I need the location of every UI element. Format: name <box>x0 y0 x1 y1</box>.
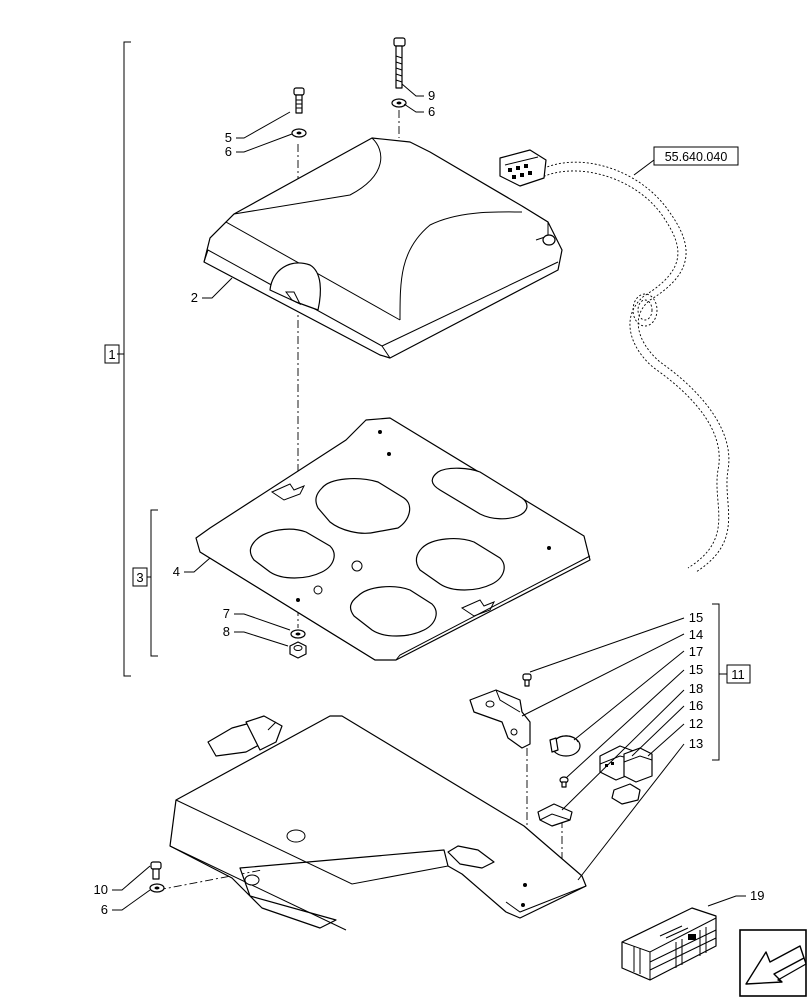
assembly-bracket-1: 1 <box>104 41 131 677</box>
part-4-plate <box>195 417 591 661</box>
callout-5: 5 <box>225 130 232 145</box>
callout-18: 18 <box>689 681 703 696</box>
callout-15-mid: 15 <box>689 662 703 677</box>
callout-2: 2 <box>191 290 198 305</box>
callout-10: 10 <box>94 882 108 897</box>
part-7-washer <box>290 629 306 639</box>
callout-6-bottom: 6 <box>101 902 108 917</box>
callout-labels: 5 6 9 6 2 4 7 8 10 6 15 14 17 15 18 16 1… <box>94 88 765 917</box>
callout-13: 13 <box>689 736 703 751</box>
callout-6-top-right: 6 <box>428 104 435 119</box>
wiring-harness <box>539 161 730 573</box>
part-14-hinge <box>469 689 531 749</box>
callout-15-top: 15 <box>689 610 703 625</box>
part-2-cover <box>203 137 563 359</box>
callout-19: 19 <box>750 888 764 903</box>
callout-12: 12 <box>689 716 703 731</box>
part-19-crate <box>621 907 717 981</box>
reference-number: 55.640.040 <box>665 150 728 164</box>
part-10-bolt <box>150 861 162 880</box>
part-5-bolt <box>293 87 305 114</box>
callout-1: 1 <box>108 347 115 362</box>
part-12-terminal <box>623 747 653 783</box>
callout-3: 3 <box>136 570 143 585</box>
part-6-washer-top-left <box>291 128 307 138</box>
callout-11: 11 <box>731 667 745 682</box>
harness-connector <box>499 149 547 187</box>
callout-4: 4 <box>173 564 180 579</box>
callout-9: 9 <box>428 88 435 103</box>
part-17-knob <box>549 735 581 757</box>
part-8-nut <box>289 641 307 659</box>
base-bracket <box>169 715 587 931</box>
part-15-screw-mid <box>559 776 569 788</box>
assembly-bracket-3: 3 <box>132 509 158 657</box>
part-6-washer-bottom <box>149 883 165 893</box>
reference-label[interactable]: 55.640.040 <box>633 146 739 176</box>
callout-14: 14 <box>689 627 703 642</box>
part-18-clip <box>537 803 573 827</box>
callout-17: 17 <box>689 644 703 659</box>
part-15-screw-top <box>522 673 532 687</box>
callout-16: 16 <box>689 698 703 713</box>
part-13-seal <box>611 783 641 805</box>
assembly-bracket-11: 11 <box>712 603 751 761</box>
callout-8: 8 <box>223 624 230 639</box>
part-9-bolt <box>393 37 406 89</box>
callout-6-top-left: 6 <box>225 144 232 159</box>
callout-leaders <box>112 83 746 911</box>
arrow-bottom-left-icon[interactable] <box>739 929 807 997</box>
callout-7: 7 <box>223 606 230 621</box>
part-6-washer-top-right <box>391 98 407 108</box>
